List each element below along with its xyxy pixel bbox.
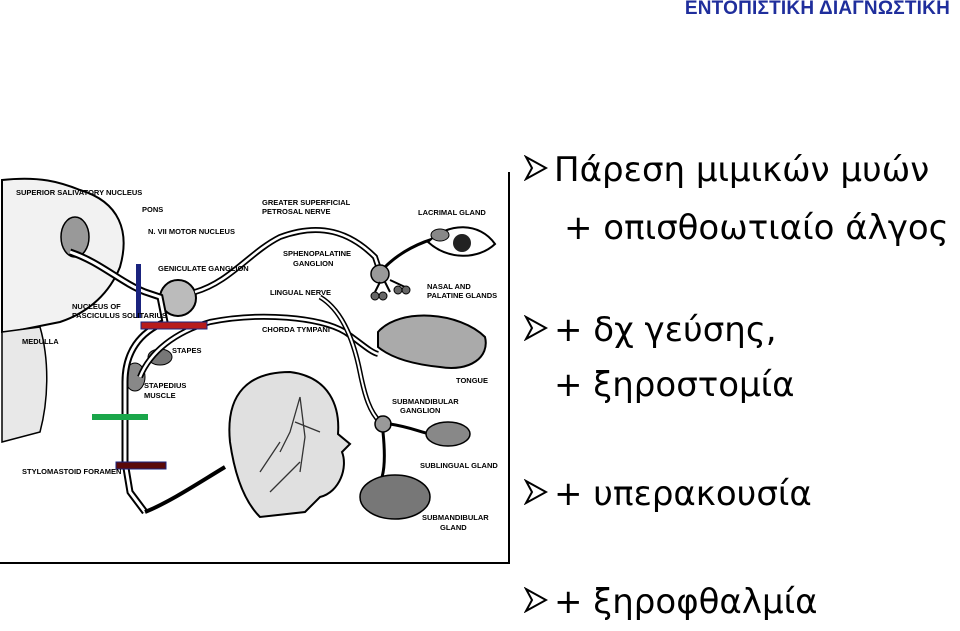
arrow-bullet-icon (523, 477, 554, 511)
label-nucleus-of: NUCLEUS OF (72, 302, 121, 311)
facial-nerve-diagram: SUPERIOR SALIVATORY NUCLEUS PONS N. VII … (0, 172, 510, 564)
label-motor-nucleus: N. VII MOTOR NUCLEUS (148, 227, 235, 236)
brainstem-shape (1, 177, 125, 333)
label-sphenopalatine: SPHENOPALATINE (283, 249, 351, 258)
bullet-4: + ξηροφθαλμία (523, 582, 818, 622)
bullet-4-text: + ξηροφθαλμία (554, 582, 818, 622)
bullet-1-text: Πάρεση μιμικών μυών (554, 150, 930, 190)
bullet-2-text: + δχ γεύσης, (554, 310, 777, 350)
label-sphenopalatine-ganglion: GANGLION (293, 259, 333, 268)
label-submandibular-ganglion2: GANGLION (400, 406, 440, 415)
label-stapedius: STAPEDIUS (144, 381, 186, 390)
medulla-shape (1, 326, 48, 443)
lesion-marker-darkred (115, 461, 167, 470)
nasal-glands-shape (370, 285, 411, 301)
lesion-marker-red (140, 321, 208, 330)
label-palatine: PALATINE GLANDS (427, 291, 497, 300)
label-greater-superficial: GREATER SUPERFICIAL (262, 198, 351, 207)
label-submandibular-ganglion: SUBMANDIBULAR (392, 397, 459, 406)
arrow-bullet-icon (523, 313, 554, 347)
submandibular-ganglion-shape (374, 415, 392, 433)
label-medulla: MEDULLA (22, 337, 59, 346)
bullet-1-line2: + οπισθοωτιαίο άλγος (564, 208, 949, 248)
label-submandibular-gland2: GLAND (440, 523, 467, 532)
label-submandibular-gland: SUBMANDIBULAR (422, 513, 489, 522)
lesion-marker-green (92, 414, 148, 420)
label-stapes: STAPES (172, 346, 201, 355)
label-superior-salivatory: SUPERIOR SALIVATORY NUCLEUS (16, 188, 142, 197)
label-sublingual: SUBLINGUAL GLAND (420, 461, 498, 470)
label-petrosal: PETROSAL NERVE (262, 207, 331, 216)
head-profile-shape (228, 370, 352, 519)
label-geniculate: GENICULATE GANGLION (158, 264, 249, 273)
bullet-2: + δχ γεύσης, (523, 310, 777, 350)
page-title: ΕΝΤΟΠΙΣΤΙΚΗ ΔΙΑΓΝΩΣΤΙΚΗ (684, 0, 950, 19)
arrow-bullet-icon (523, 585, 554, 619)
label-lingual: LINGUAL NERVE (270, 288, 331, 297)
bullet-3: + υπερακουσία (523, 474, 812, 514)
tongue-shape (377, 314, 487, 369)
eye-shape (426, 226, 497, 257)
label-fasciculus: FASCICULUS SOLITARIUS (72, 311, 167, 320)
lesion-marker-blue (136, 264, 141, 318)
sublingual-gland-shape (425, 421, 471, 447)
bullet-2-line2: + ξηροστομία (554, 365, 795, 405)
label-tongue: TONGUE (456, 376, 488, 385)
label-chorda: CHORDA TYMPANI (262, 325, 330, 334)
submandibular-gland-shape (359, 474, 431, 520)
label-stapedius-muscle: MUSCLE (144, 391, 176, 400)
bullet-3-text: + υπερακουσία (554, 474, 812, 514)
label-nasal: NASAL AND (427, 282, 471, 291)
label-lacrimal: LACRIMAL GLAND (418, 208, 486, 217)
label-pons: PONS (142, 205, 163, 214)
arrow-bullet-icon (523, 153, 554, 187)
label-stylomastoid: STYLOMASTOID FORAMEN (22, 467, 121, 476)
bullet-1: Πάρεση μιμικών μυών (523, 150, 930, 190)
